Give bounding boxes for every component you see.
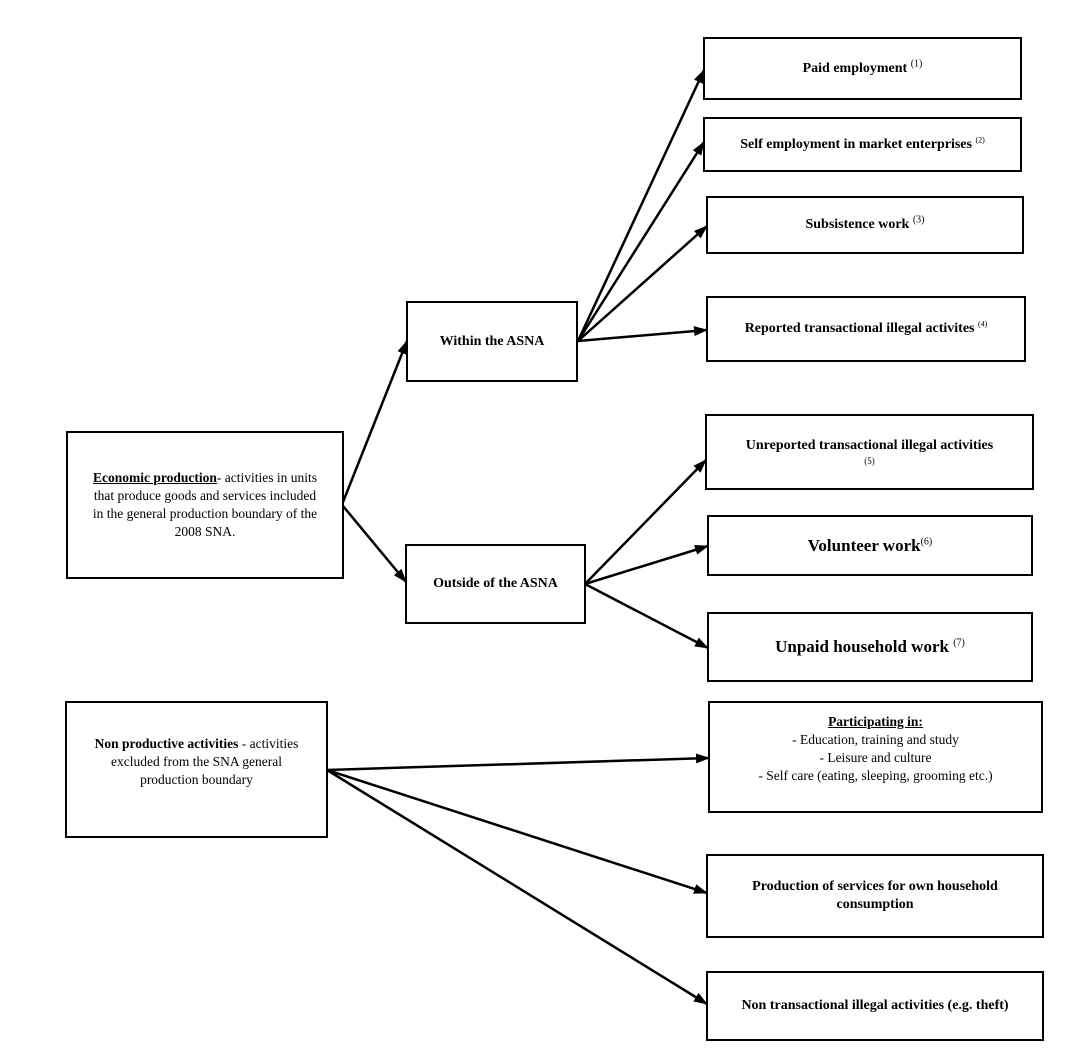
participating-item: - Leisure and culture bbox=[819, 750, 932, 765]
subsistence-work-box: Subsistence work (3) bbox=[706, 196, 1024, 254]
participating-item: - Education, training and study bbox=[792, 732, 959, 747]
arrow-nonprod-to-nontransactional bbox=[326, 768, 708, 1006]
unpaid-household-label: Unpaid household work bbox=[775, 637, 949, 656]
self-employment-label: Self employment in market enterprises bbox=[740, 136, 972, 152]
economic-production-description: - activities in units that produce goods… bbox=[92, 470, 318, 539]
within-asna-label: Within the ASNA bbox=[439, 333, 545, 349]
paid-employment-box: Paid employment (1) bbox=[703, 37, 1022, 100]
participating-box: Participating in: - Education, training … bbox=[708, 701, 1043, 813]
participating-heading: Participating in: bbox=[828, 714, 923, 729]
outside-asna-box: Outside of the ASNA bbox=[405, 544, 586, 624]
arrow-nonprod-to-production bbox=[326, 768, 708, 895]
subsistence-work-note: (3) bbox=[912, 214, 925, 226]
non-transactional-box: Non transactional illegal activities (e.… bbox=[706, 971, 1044, 1041]
non-transactional-label: Non transactional illegal activities (e.… bbox=[741, 998, 1009, 1013]
volunteer-work-note: (6) bbox=[920, 535, 933, 547]
arrow-within-to-self bbox=[576, 141, 706, 342]
production-services-box: Production of services for own household… bbox=[706, 854, 1044, 938]
within-asna-box: Within the ASNA bbox=[406, 301, 578, 382]
economic-production-term: Economic production bbox=[92, 470, 217, 485]
unreported-illegal-box: Unreported transactional illegal activit… bbox=[705, 414, 1034, 490]
volunteer-work-box: Volunteer work(6) bbox=[707, 515, 1033, 576]
unpaid-household-note: (7) bbox=[953, 637, 965, 649]
paid-employment-note: (1) bbox=[910, 57, 923, 69]
reported-illegal-box: Reported transactional illegal activites… bbox=[706, 296, 1026, 362]
economic-production-box: Economic production- activities in units… bbox=[66, 431, 344, 579]
arrow-nonprod-to-participating bbox=[326, 753, 710, 772]
subsistence-work-label: Subsistence work bbox=[805, 217, 910, 232]
volunteer-work-label: Volunteer work bbox=[807, 535, 921, 555]
arrow-outside-to-unreported bbox=[584, 459, 707, 585]
arrow-economic-to-outside bbox=[342, 505, 407, 583]
self-employment-box: Self employment in market enterprises (2… bbox=[703, 117, 1022, 172]
unpaid-household-box: Unpaid household work (7) bbox=[707, 612, 1033, 682]
arrow-within-to-subsistence bbox=[577, 225, 708, 342]
outside-asna-label: Outside of the ASNA bbox=[433, 576, 558, 591]
paid-employment-label: Paid employment bbox=[802, 60, 908, 76]
unreported-illegal-note: (5) bbox=[864, 456, 875, 466]
arrow-economic-to-within bbox=[341, 340, 409, 503]
non-productive-box: Non productive activities - activities e… bbox=[65, 701, 328, 838]
non-productive-term: Non productive activities bbox=[94, 736, 239, 751]
reported-illegal-label: Reported transactional illegal activites bbox=[744, 321, 975, 336]
arrow-within-to-paid bbox=[576, 69, 706, 342]
production-services-label: Production of services for own household… bbox=[752, 879, 998, 912]
arrow-outside-to-unpaid bbox=[584, 582, 709, 650]
participating-item: - Self care (eating, sleeping, grooming … bbox=[758, 768, 993, 783]
self-employment-note: (2) bbox=[975, 134, 985, 144]
arrow-outside-to-volunteer bbox=[584, 544, 709, 586]
arrow-within-to-reported bbox=[577, 326, 708, 343]
reported-illegal-note: (4) bbox=[977, 319, 988, 329]
non-productive-description: - activities excluded from the SNA gener… bbox=[111, 736, 299, 787]
unreported-illegal-label: Unreported transactional illegal activit… bbox=[745, 438, 994, 453]
